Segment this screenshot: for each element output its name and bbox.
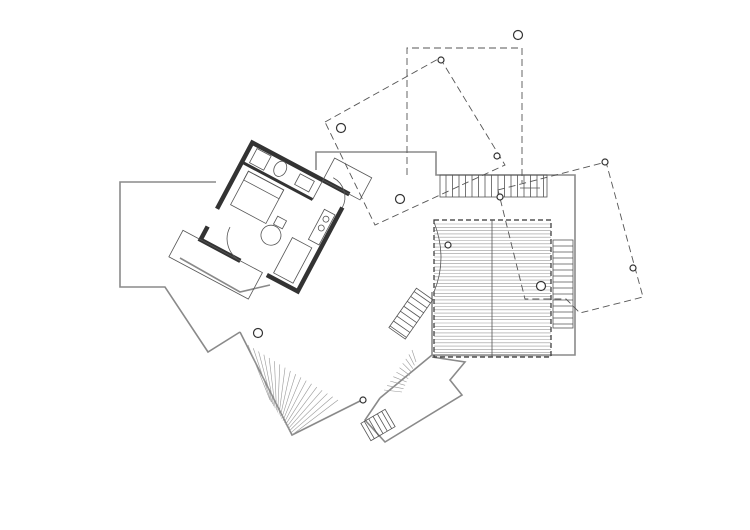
hatch-line bbox=[289, 393, 328, 432]
hatch-line bbox=[399, 367, 410, 376]
hatch-line bbox=[396, 371, 409, 379]
column-marker-icon bbox=[601, 158, 609, 166]
chair-icon bbox=[272, 215, 288, 230]
hatch-line bbox=[281, 374, 296, 419]
hatch-line bbox=[408, 354, 415, 366]
deck bbox=[433, 219, 552, 358]
stair-tread bbox=[389, 325, 407, 338]
stair-bottom bbox=[360, 408, 396, 442]
table-icon bbox=[260, 224, 282, 246]
column-marker-icon bbox=[496, 193, 504, 201]
column-marker-icon bbox=[335, 122, 347, 134]
stair-tread bbox=[372, 416, 384, 434]
hatch-line bbox=[387, 385, 404, 389]
hatch-line bbox=[253, 348, 272, 403]
sofa-icon bbox=[273, 237, 313, 284]
hatch-line bbox=[411, 349, 417, 363]
stair-tread bbox=[407, 301, 424, 314]
column-marker-icon bbox=[359, 396, 367, 404]
shower-icon bbox=[248, 148, 272, 171]
hatch-line bbox=[278, 367, 286, 415]
hatch-line bbox=[285, 383, 312, 425]
site-outline bbox=[119, 151, 576, 444]
hatch-line bbox=[286, 386, 318, 427]
stair-tread bbox=[400, 310, 417, 323]
hatch-line bbox=[402, 363, 412, 373]
apartment-unit bbox=[168, 139, 373, 300]
stair-tread bbox=[396, 315, 414, 328]
ramp-hatch-right bbox=[383, 349, 417, 393]
columns bbox=[252, 29, 637, 404]
hatch-line bbox=[282, 377, 302, 421]
hatch-line bbox=[390, 380, 406, 386]
hatch-line bbox=[258, 351, 273, 405]
column-marker-icon bbox=[535, 280, 547, 292]
kitchen-counter bbox=[307, 208, 336, 246]
hatch-line bbox=[268, 357, 276, 409]
hatch-line bbox=[263, 354, 275, 407]
hatch-line bbox=[283, 380, 307, 423]
hatch-line bbox=[393, 376, 407, 383]
hatch-line bbox=[383, 389, 403, 393]
column-marker-icon bbox=[437, 56, 445, 64]
ramp-hatch bbox=[247, 344, 339, 436]
hatch-line bbox=[287, 390, 323, 430]
balcony bbox=[168, 229, 263, 300]
hatch-line bbox=[274, 361, 277, 411]
sink-icon bbox=[294, 173, 315, 193]
hatch-line bbox=[277, 364, 281, 413]
hatch-line bbox=[291, 399, 339, 436]
column-marker-icon bbox=[629, 264, 637, 272]
hatch-line bbox=[405, 358, 414, 369]
hatch-line bbox=[247, 344, 271, 401]
column-marker-icon bbox=[512, 29, 524, 41]
stair-tread bbox=[410, 296, 428, 309]
stair-right bbox=[552, 239, 574, 329]
stair-tread bbox=[403, 305, 421, 319]
stair-tread bbox=[393, 320, 411, 333]
hatch-line bbox=[290, 396, 333, 434]
stair-left bbox=[388, 287, 434, 340]
column-marker-icon bbox=[394, 193, 406, 205]
stair-tread bbox=[413, 291, 431, 304]
hatch-line bbox=[280, 370, 291, 417]
toilet-icon bbox=[273, 160, 288, 177]
stair-tread bbox=[381, 411, 393, 429]
column-marker-icon bbox=[493, 152, 501, 160]
stair-tread bbox=[363, 421, 375, 439]
stair-tread bbox=[376, 413, 388, 432]
stair-top bbox=[439, 174, 548, 198]
column-marker-icon bbox=[252, 327, 264, 339]
column-marker-icon bbox=[444, 241, 452, 249]
stair-tread bbox=[368, 418, 380, 437]
